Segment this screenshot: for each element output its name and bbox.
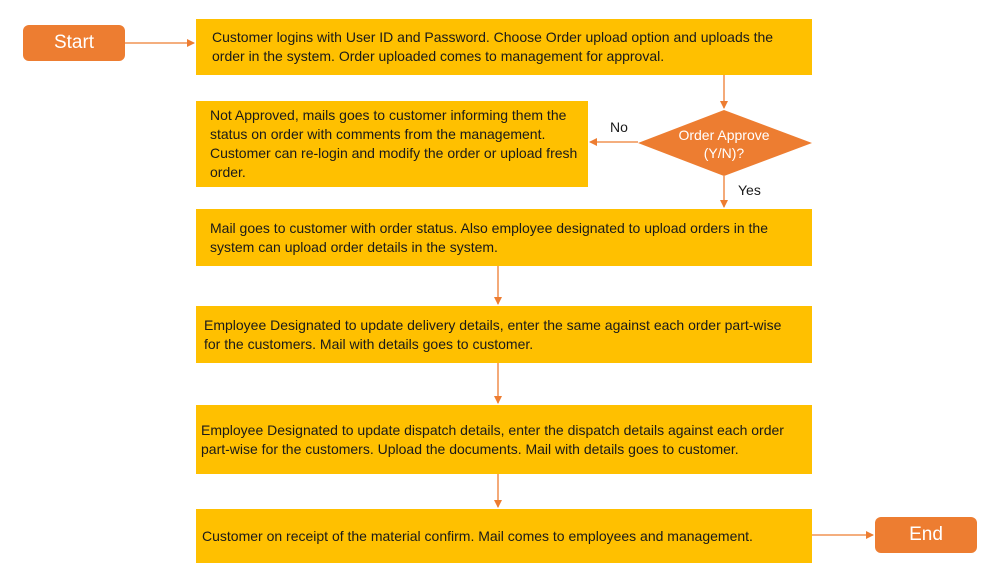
step-not-approved: Not Approved, mails goes to customer inf… bbox=[196, 101, 588, 187]
step-delivery-text: Employee Designated to update delivery d… bbox=[204, 316, 782, 352]
step-mail-status: Mail goes to customer with order status.… bbox=[196, 209, 812, 266]
step-login-text: Customer logins with User ID and Passwor… bbox=[212, 29, 774, 64]
step-receipt: Customer on receipt of the material conf… bbox=[196, 509, 812, 563]
step-receipt-text: Customer on receipt of the material conf… bbox=[202, 527, 753, 544]
decision-line-1: Order Approve bbox=[678, 127, 770, 143]
step-dispatch-text: Employee Designated to update dispatch d… bbox=[201, 421, 784, 457]
step-delivery: Employee Designated to update delivery d… bbox=[196, 306, 812, 363]
end-terminal: End bbox=[875, 517, 977, 553]
decision-text: Order Approve (Y/N)? bbox=[646, 126, 802, 162]
yes-label: Yes bbox=[738, 182, 761, 198]
step-dispatch: Employee Designated to update dispatch d… bbox=[196, 405, 812, 474]
step-not-approved-text: Not Approved, mails goes to customer inf… bbox=[210, 107, 578, 180]
step-mail-status-text: Mail goes to customer with order status.… bbox=[210, 219, 768, 255]
decision-diamond bbox=[638, 110, 812, 176]
step-login: Customer logins with User ID and Passwor… bbox=[196, 19, 812, 75]
no-label: No bbox=[610, 119, 628, 135]
start-terminal: Start bbox=[23, 25, 125, 61]
decision-line-2: (Y/N)? bbox=[703, 145, 745, 161]
